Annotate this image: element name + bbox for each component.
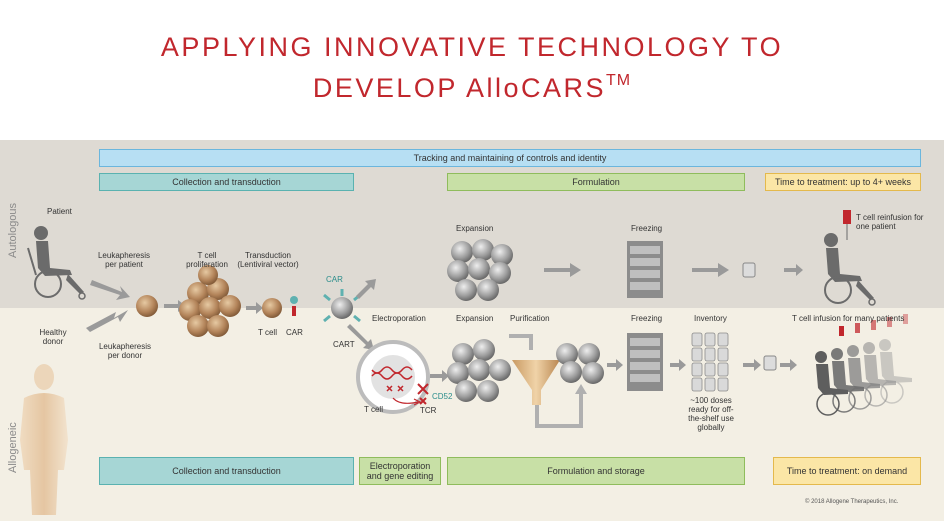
inventory-vials-icon bbox=[691, 332, 729, 392]
reinfusion-label: T cell reinfusion for one patient bbox=[856, 213, 924, 231]
arrow-to-freezing-top bbox=[544, 263, 581, 277]
healthy-donor-icon bbox=[20, 364, 68, 515]
arrow-to-reinfusion bbox=[784, 264, 803, 276]
purified-cells-cluster bbox=[556, 343, 604, 384]
autologous-band bbox=[0, 140, 944, 308]
process-diagram: Autologous Allogeneic Tracking and maint… bbox=[0, 140, 944, 521]
slide-title: APPLYING INNOVATIVE TECHNOLOGY TO DEVELO… bbox=[0, 30, 944, 106]
time-to-treatment-bar-bottom: Time to treatment: on demand bbox=[773, 457, 921, 485]
cart-cell-icon bbox=[323, 289, 361, 323]
arrow-cart-down bbox=[347, 324, 374, 350]
arrow-cart-up bbox=[356, 279, 376, 299]
healthy-donor-label: Healthy donor bbox=[39, 328, 67, 346]
patient-label: Patient bbox=[47, 207, 72, 216]
car-top-label: CAR bbox=[326, 275, 343, 284]
tcell-proliferation-cluster bbox=[179, 265, 241, 337]
cd52-label: CD52 bbox=[432, 392, 453, 401]
tcell-label: T cell bbox=[258, 328, 277, 337]
time-to-treatment-bar-top: Time to treatment: up to 4+ weeks bbox=[765, 173, 921, 191]
inventory-label: Inventory bbox=[694, 314, 727, 323]
autologous-label: Autologous bbox=[7, 202, 19, 258]
title-line-2-text: DEVELOP AlloCARS bbox=[312, 73, 606, 103]
reinfusion-patient-icon bbox=[824, 210, 876, 306]
car-vector-icon bbox=[290, 296, 298, 316]
collection-transduction-bar-bottom: Collection and transduction bbox=[99, 457, 354, 485]
leukapheresis-cell bbox=[136, 295, 158, 317]
tcell-proliferation-label: T cell proliferation bbox=[186, 251, 228, 269]
arrow-to-expansion-bottom bbox=[430, 370, 449, 382]
purification-funnel-icon bbox=[509, 334, 587, 428]
freezing-top-label: Freezing bbox=[631, 224, 663, 233]
vial-bottom-icon bbox=[763, 355, 777, 371]
collection-transduction-bar-top: Collection and transduction bbox=[99, 173, 354, 191]
purification-label: Purification bbox=[510, 314, 550, 323]
patient-wheelchair-icon bbox=[27, 226, 86, 300]
leukapheresis-donor-label: Leukapheresis per donor bbox=[98, 342, 152, 360]
allogeneic-label: Allogeneic bbox=[7, 422, 19, 473]
arrow-to-transduction bbox=[246, 302, 263, 314]
leukapheresis-patient-label: Leukapheresis per patient bbox=[97, 251, 151, 269]
vial-top-icon bbox=[742, 262, 756, 278]
arrow-to-freezing-bottom bbox=[607, 359, 623, 371]
freezer-bottom-icon bbox=[627, 333, 663, 391]
formulation-storage-bar: Formulation and storage bbox=[447, 457, 745, 485]
tcell-bottom-label: T cell bbox=[364, 405, 383, 414]
tcr-label: TCR bbox=[420, 406, 437, 415]
freezer-top-icon bbox=[627, 241, 663, 298]
electroporation-cell-icon bbox=[356, 340, 430, 414]
diagram-artwork bbox=[20, 210, 912, 515]
arrow-to-infusion bbox=[780, 359, 797, 371]
expansion-cluster-top bbox=[447, 239, 513, 301]
multiple-patients-icon bbox=[815, 314, 912, 416]
expansion-cluster-bottom bbox=[447, 339, 511, 402]
arrow-to-inventory bbox=[670, 359, 686, 371]
electroporation-label: Electroporation bbox=[372, 314, 426, 323]
formulation-bar-top: Formulation bbox=[447, 173, 745, 191]
transduction-tcell bbox=[262, 298, 282, 318]
freezing-bottom-label: Freezing bbox=[631, 314, 663, 323]
car-label: CAR bbox=[286, 328, 303, 337]
infusion-many-label: T cell infusion for many patients bbox=[792, 314, 905, 323]
transduction-label: Transduction (Lentiviral vector) bbox=[237, 251, 299, 269]
allogeneic-band bbox=[0, 308, 944, 521]
input-arrows bbox=[86, 280, 130, 332]
title-line-2: DEVELOP AlloCARSTM bbox=[0, 65, 944, 106]
tracking-bar: Tracking and maintaining of controls and… bbox=[99, 149, 921, 167]
arrow-to-vial-top bbox=[692, 263, 729, 277]
arrow-to-vial-bottom bbox=[743, 359, 761, 371]
electroporation-editing-bar: Electroporation and gene editing bbox=[359, 457, 441, 485]
copyright-text: © 2018 Allogene Therapeutics, Inc. bbox=[805, 499, 899, 505]
cart-label: CART bbox=[333, 340, 355, 349]
trademark-mark: TM bbox=[606, 72, 632, 89]
title-line-1: APPLYING INNOVATIVE TECHNOLOGY TO bbox=[160, 32, 784, 62]
expansion-bottom-label: Expansion bbox=[456, 314, 494, 323]
doses-label: ~100 doses ready for off-the-shelf use g… bbox=[688, 396, 734, 432]
expansion-top-label: Expansion bbox=[456, 224, 494, 233]
